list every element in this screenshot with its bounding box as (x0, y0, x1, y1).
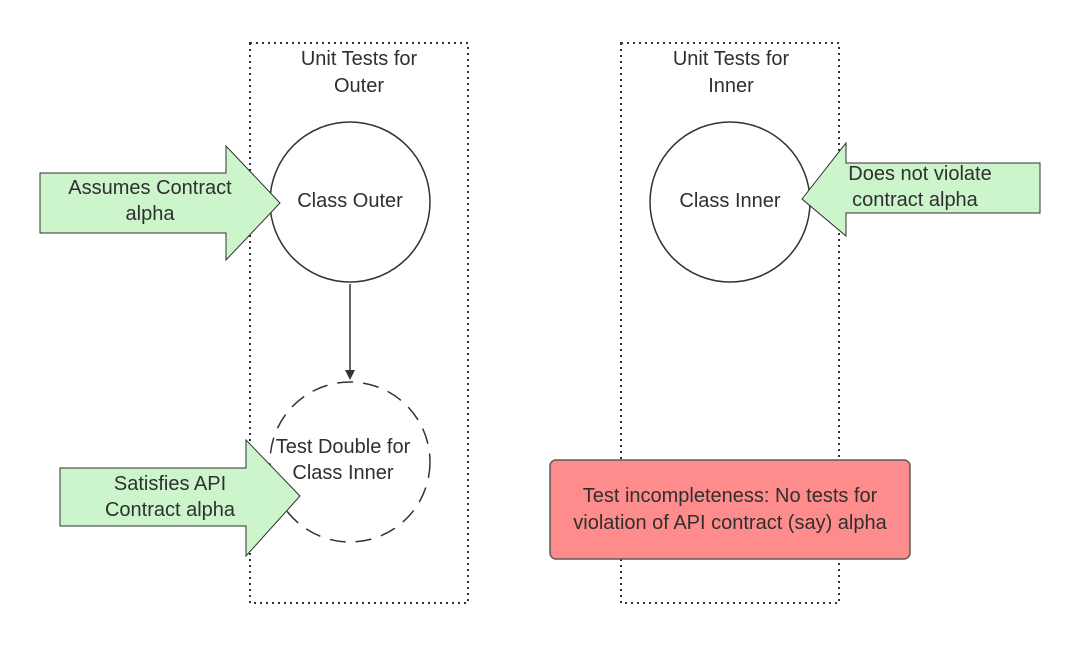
inner-test-boundary: Unit Tests for Inner (620, 42, 840, 604)
inner-boundary-title-line1: Unit Tests for (673, 48, 790, 70)
class-inner-node: Class Inner (649, 121, 811, 283)
satisfies-contract-label-line1: Satisfies API (114, 473, 226, 495)
inner-boundary-title-line2: Inner (708, 75, 754, 97)
assumes-contract-arrow: Assumes Contract alpha (39, 144, 281, 262)
satisfies-contract-arrow: Satisfies API Contract alpha (59, 438, 301, 558)
class-inner-label: Class Inner (679, 190, 780, 212)
warning-text-line2: violation of API contract (say) alpha (573, 512, 887, 534)
assumes-contract-label-line2: alpha (126, 203, 176, 225)
outer-boundary-title-line2: Outer (334, 75, 384, 97)
test-double-label-line1: Test Double for (276, 436, 411, 458)
test-double-node: Test Double for Class Inner (269, 381, 431, 543)
warning-text-line1: Test incompleteness: No tests for (583, 485, 878, 507)
class-outer-label: Class Outer (297, 190, 403, 212)
test-double-label-line2: Class Inner (292, 462, 393, 484)
outer-boundary-title-line1: Unit Tests for (301, 48, 418, 70)
test-incompleteness-warning: Test incompleteness: No tests for violat… (549, 459, 911, 560)
does-not-violate-label-line1: Does not violate (848, 163, 991, 185)
does-not-violate-arrow: Does not violate contract alpha (801, 141, 1041, 238)
does-not-violate-label-line2: contract alpha (852, 189, 979, 211)
outer-test-boundary: Unit Tests for Outer (249, 42, 469, 604)
assumes-contract-label-line1: Assumes Contract (68, 177, 232, 199)
satisfies-contract-label-line2: Contract alpha (105, 499, 236, 521)
class-outer-node: Class Outer (269, 121, 431, 283)
